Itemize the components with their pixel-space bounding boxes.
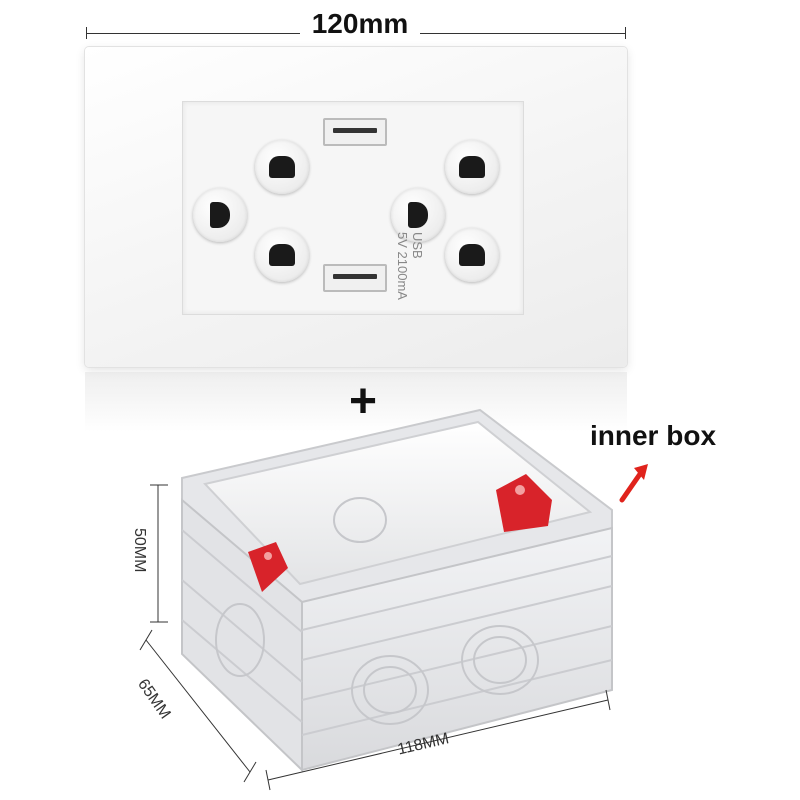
usb-port-bottom — [323, 264, 387, 292]
junction-box-illustration — [139, 408, 613, 791]
outlet-left-side-hole — [193, 188, 247, 242]
box-long-face — [301, 526, 613, 772]
usb-current: 2100mA — [395, 251, 410, 300]
usb-spec-label: USB 5V 2100mA — [395, 232, 425, 312]
width-dimension-tick-left — [86, 27, 87, 39]
outlet-left-bottom-hole — [255, 228, 309, 282]
socket-insert: USB 5V 2100mA — [182, 101, 524, 315]
plate-width-label: 120mm — [300, 8, 420, 40]
usb-label: USB — [410, 232, 425, 259]
usb-voltage: 5V — [395, 232, 410, 248]
box-red-clips — [248, 474, 552, 592]
box-height-label: 50MM — [131, 528, 148, 573]
callout-arrow-icon — [619, 464, 648, 503]
outlet-right-side-hole — [391, 188, 445, 242]
outlet-right-top-hole — [445, 140, 499, 194]
wall-plate: USB 5V 2100mA — [85, 47, 627, 367]
outlet-left-top-hole — [255, 140, 309, 194]
outlet-right-bottom-hole — [445, 228, 499, 282]
inner-box-label: inner box — [590, 420, 717, 451]
width-dimension-tick-right — [625, 27, 626, 39]
plus-sign: + — [348, 375, 378, 428]
usb-port-top — [323, 118, 387, 146]
plate-reflection — [85, 372, 627, 432]
